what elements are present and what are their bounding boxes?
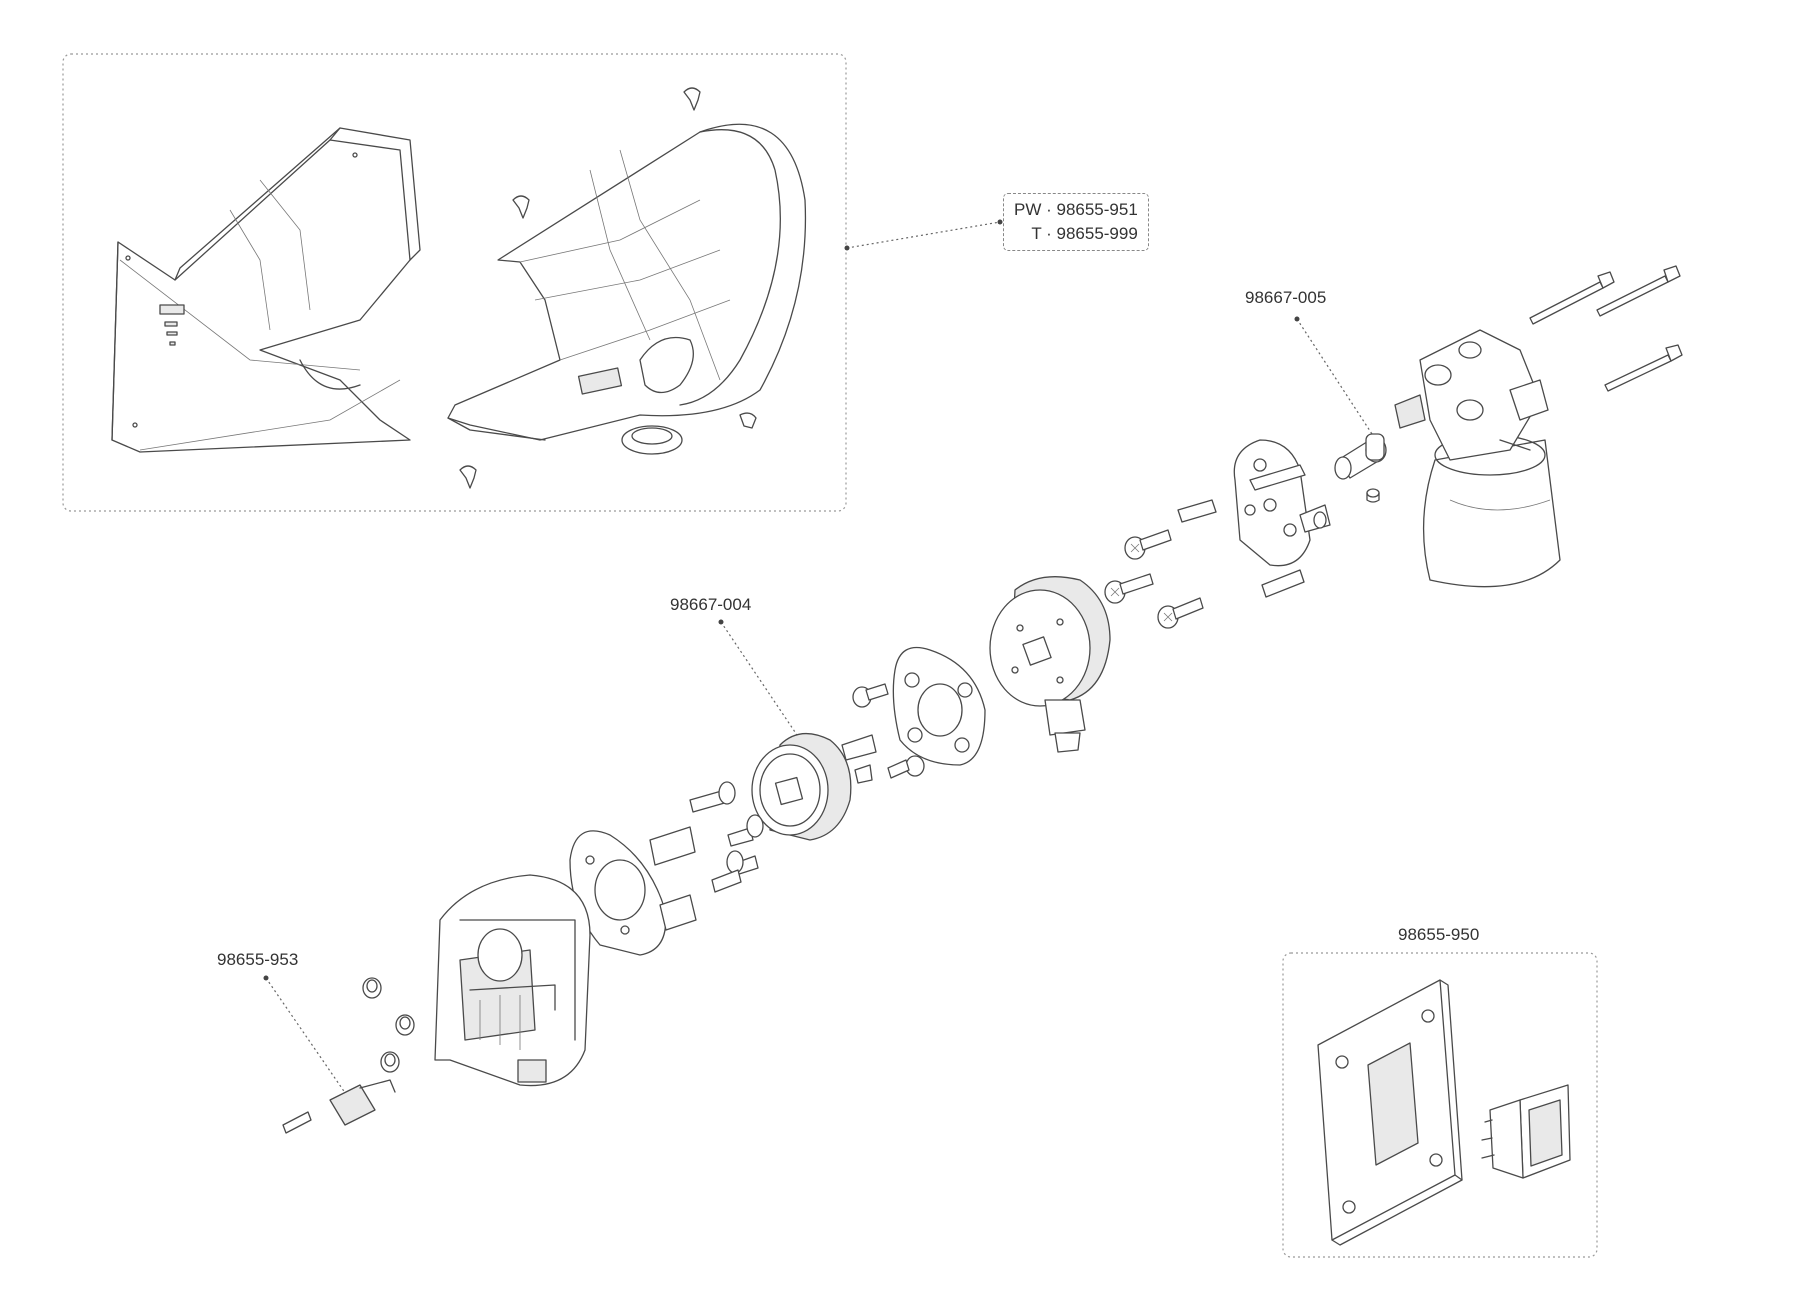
- cover-kit-leader: [846, 221, 1001, 249]
- screw-f: [689, 781, 736, 813]
- cover-left-half: [111, 127, 421, 453]
- coupling-large: [751, 733, 877, 841]
- switch-panel-plate: [1317, 979, 1463, 1246]
- motor-bolt-2: [1596, 265, 1681, 317]
- coupling-small-leader: [1296, 318, 1373, 435]
- screw-e: [887, 755, 925, 779]
- cover-rivet-1: [683, 87, 701, 111]
- coupling-small-leader-dot: [1294, 316, 1300, 322]
- microswitch-screw: [282, 1111, 312, 1134]
- flange-plate-middle: [892, 646, 986, 766]
- gearbox-drum: [989, 576, 1111, 753]
- coupling-small-label: 98667-005: [1245, 288, 1327, 307]
- microswitch: [329, 1079, 396, 1126]
- motor-bolt-1: [1529, 271, 1615, 325]
- grommet-3: [380, 1051, 400, 1073]
- screw-b: [1104, 573, 1154, 604]
- screw-a: [1124, 529, 1172, 560]
- switch-panel-label: 98655-950: [1398, 925, 1480, 944]
- motor-bolt-3: [1604, 344, 1683, 392]
- grommet-2: [395, 1014, 415, 1036]
- gearbox-housing: [434, 874, 591, 1087]
- switch-panel-group-outline: [1282, 952, 1598, 1258]
- cover-right-half: [447, 123, 807, 441]
- coupling-large-label: 98667-004: [670, 595, 752, 614]
- cover-kit-leader-dot: [844, 245, 850, 251]
- hex-shaft-1: [1177, 499, 1217, 523]
- motor-mounting-plate: [1233, 439, 1331, 567]
- cover-kit-leader-end: [997, 219, 1003, 225]
- cover-rivet-4: [739, 412, 757, 429]
- microswitch-leader-dot: [263, 975, 269, 981]
- screw-c: [1157, 597, 1204, 629]
- coupling-small: [1334, 433, 1387, 480]
- set-screw: [1366, 488, 1380, 503]
- microswitch-leader: [265, 977, 351, 1101]
- cover-kit-t-label: T · 98655-999: [1031, 224, 1138, 243]
- coupling-large-leader: [720, 621, 798, 736]
- screw-d: [852, 683, 889, 708]
- screw-g: [727, 814, 764, 847]
- cover-rivet-3: [459, 465, 477, 489]
- cover-kit-part-numbers: PW · 98655-951 T · 98655-999: [1003, 193, 1149, 251]
- hex-shaft-2: [1261, 569, 1305, 598]
- rocker-switch: [1481, 1084, 1571, 1179]
- grommet-1: [362, 977, 382, 999]
- cover-rivet-2: [512, 195, 530, 219]
- motor: [1394, 329, 1561, 588]
- microswitch-label: 98655-953: [217, 950, 299, 969]
- screw-i: [711, 869, 742, 893]
- cover-kit-pw-label: PW · 98655-951: [1014, 200, 1138, 219]
- coupling-large-leader-dot: [718, 619, 724, 625]
- cover-kit-group-outline: [62, 53, 847, 512]
- cover-plug: [621, 425, 683, 455]
